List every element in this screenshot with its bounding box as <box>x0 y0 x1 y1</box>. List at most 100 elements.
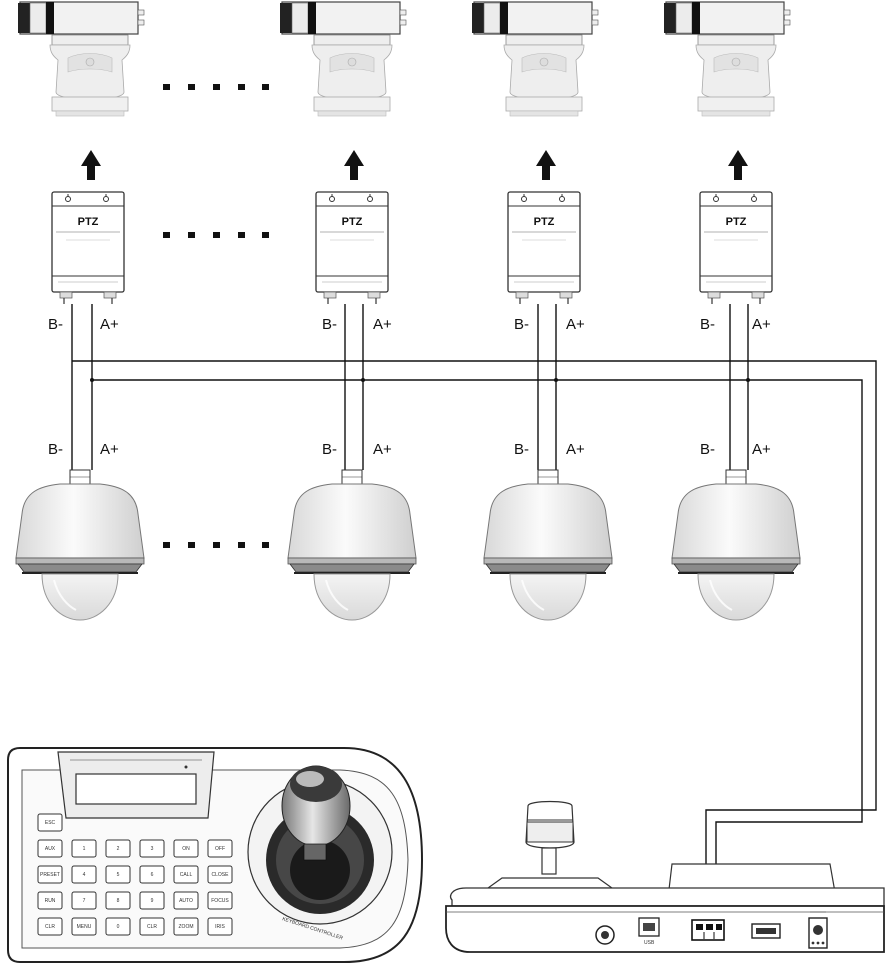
keypad-key[interactable] <box>71 839 97 858</box>
ptz-decoder-left <box>51 191 125 305</box>
keypad-key-label: ESC <box>45 820 56 826</box>
keypad-key-label: 8 <box>117 898 120 904</box>
keypad-key[interactable] <box>139 839 165 858</box>
up-arrow-icon <box>81 150 101 180</box>
keypad-key[interactable] <box>105 839 131 858</box>
keypad-key[interactable] <box>207 865 233 884</box>
wire-label-a-plus: A+ <box>752 441 771 458</box>
keypad-key-label: 1 <box>83 846 86 852</box>
wire-label-b-minus: B- <box>48 441 63 458</box>
ptz-decoder-middle-1 <box>315 191 389 305</box>
wire-label-b-minus: B- <box>48 316 63 333</box>
power-switch[interactable] <box>751 923 781 939</box>
keypad-key[interactable] <box>37 917 63 936</box>
keypad-key[interactable] <box>139 865 165 884</box>
keypad-key[interactable] <box>173 891 199 910</box>
keypad-key[interactable] <box>139 917 165 936</box>
dome-camera-right <box>671 469 801 621</box>
ellipsis-decoder <box>163 232 269 238</box>
keypad-key-label: 2 <box>117 846 120 852</box>
dome-camera-middle-2 <box>483 469 613 621</box>
decoder-title: PTZ <box>726 216 747 228</box>
keypad-key-label: RUN <box>45 898 56 904</box>
keypad-key[interactable] <box>37 813 63 832</box>
keypad-key-label: 6 <box>151 872 154 878</box>
keypad-key[interactable] <box>207 891 233 910</box>
dc-power-jack[interactable] <box>808 911 828 949</box>
wire-labels: B- A+ B- A+ B- A+ B- A+ B- A+ B- A+ B- A… <box>48 316 771 458</box>
wire-label-b-minus: B- <box>322 316 337 333</box>
keypad-key-label: 7 <box>83 898 86 904</box>
wire-label-a-plus: A+ <box>373 441 392 458</box>
keypad-key-label: CALL <box>180 872 193 878</box>
wire-label-a-plus: A+ <box>566 316 585 333</box>
ellipsis-dome <box>163 542 269 548</box>
keypad-key-label: CLOSE <box>212 872 230 878</box>
keypad-key[interactable] <box>207 917 233 936</box>
keypad-key-label: CLR <box>45 924 55 930</box>
keypad-key[interactable] <box>139 891 165 910</box>
decoder-title: PTZ <box>534 216 555 228</box>
bnc-port[interactable] <box>595 925 615 945</box>
keypad-key[interactable] <box>37 839 63 858</box>
ptz-decoder-middle-2 <box>507 191 581 305</box>
keypad-key-label: AUTO <box>179 898 193 904</box>
keypad-key[interactable] <box>105 891 131 910</box>
dome-camera-middle-1 <box>287 469 417 621</box>
keypad-key[interactable] <box>37 891 63 910</box>
up-arrow-icon <box>344 150 364 180</box>
wire-label-a-plus: A+ <box>566 441 585 458</box>
keypad-key-label: 0 <box>117 924 120 930</box>
ellipsis-group <box>163 84 269 548</box>
keypad-key[interactable] <box>71 917 97 936</box>
up-arrow-icon <box>728 150 748 180</box>
keypad-key-label: 3 <box>151 846 154 852</box>
ptz-decoder-right <box>699 191 773 305</box>
keypad-key[interactable] <box>37 865 63 884</box>
keypad-key-label: FOCUS <box>211 898 229 904</box>
keypad-key-label: MENU <box>77 924 92 930</box>
rs485-terminal-block[interactable] <box>691 919 725 941</box>
keypad-key[interactable] <box>71 865 97 884</box>
wire-label-b-minus: B- <box>700 441 715 458</box>
rs485-bus <box>71 304 877 898</box>
wire-label-a-plus: A+ <box>100 316 119 333</box>
keypad-key-label: 9 <box>151 898 154 904</box>
keypad-key[interactable] <box>105 917 131 936</box>
wire-label-a-plus: A+ <box>373 316 392 333</box>
bus-junction-dots <box>90 378 750 382</box>
keypad-key-label: ZOOM <box>179 924 194 930</box>
ellipsis-top <box>163 84 269 90</box>
keypad-key[interactable] <box>71 891 97 910</box>
up-arrow-group <box>81 150 748 180</box>
wire-label-a-plus: A+ <box>752 316 771 333</box>
keypad-key-label: 4 <box>83 872 86 878</box>
usb-port[interactable]: USB <box>638 917 660 946</box>
up-arrow-icon <box>536 150 556 180</box>
keypad-key[interactable] <box>173 839 199 858</box>
keypad-key[interactable] <box>207 839 233 858</box>
decoder-group: PTZ PTZ PTZ PTZ <box>51 191 773 305</box>
usb-label: USB <box>644 940 655 946</box>
keypad-key[interactable] <box>173 865 199 884</box>
decoder-title: PTZ <box>78 216 99 228</box>
dome-camera-left <box>15 469 145 621</box>
box-camera-group <box>17 1 791 117</box>
box-camera-middle-1 <box>279 1 407 117</box>
keypad-key-label: CLR <box>147 924 157 930</box>
keypad-key[interactable] <box>105 865 131 884</box>
keypad-key-label: 5 <box>117 872 120 878</box>
keypad-key[interactable] <box>173 917 199 936</box>
keypad-key-label: IRIS <box>215 924 225 930</box>
wire-label-a-plus: A+ <box>100 441 119 458</box>
box-camera-right <box>663 1 791 117</box>
lcd-display <box>75 773 197 805</box>
wire-label-b-minus: B- <box>700 316 715 333</box>
keypad-key-label: ON <box>182 846 190 852</box>
keypad-key-label: OFF <box>215 846 225 852</box>
keypad-key-label: AUX <box>45 846 56 852</box>
wire-label-b-minus: B- <box>514 316 529 333</box>
